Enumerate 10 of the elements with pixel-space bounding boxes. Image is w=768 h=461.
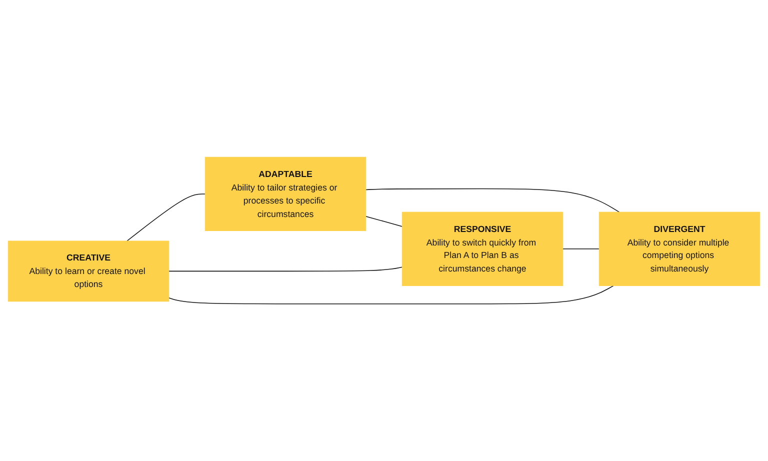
connector <box>126 194 206 242</box>
connector <box>562 248 600 250</box>
connector <box>365 216 403 227</box>
connector <box>365 188 620 212</box>
node-box: DIVERGENT Ability to consider multiple competing options simultaneously <box>598 212 760 286</box>
connector <box>168 285 614 304</box>
node-box: RESPONSIVE Ability to switch quickly from Plan A to Plan B as circumstances change <box>402 212 564 286</box>
node-box: CREATIVE Ability to learn or create novel options <box>8 240 170 302</box>
connector <box>168 266 403 272</box>
node-box: ADAPTABLE Ability to tailor strategies or processes to specific circumstances <box>204 156 366 232</box>
